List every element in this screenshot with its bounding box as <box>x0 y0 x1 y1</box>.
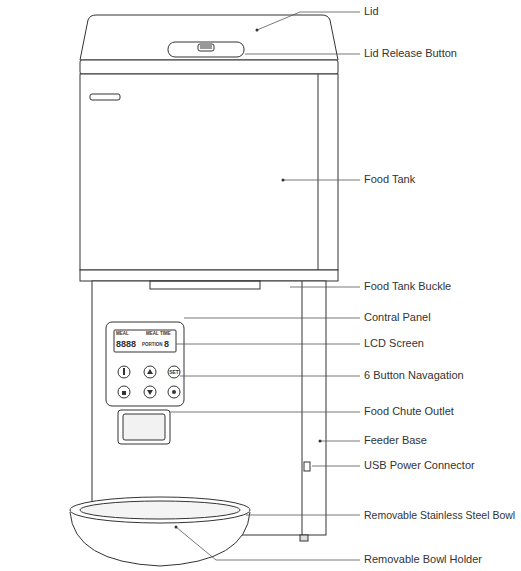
tab-ridge <box>200 46 212 47</box>
leader-lines <box>170 12 360 560</box>
lcd-text: 8 <box>164 339 169 350</box>
leader-dot <box>319 440 322 443</box>
leader-dot <box>282 179 285 182</box>
tank-buckle-band <box>80 270 338 281</box>
nav-button <box>144 386 156 398</box>
lid-release-tab <box>198 44 214 51</box>
leader-line <box>184 318 360 319</box>
leader-dot <box>175 526 178 529</box>
button-label: SET <box>169 369 179 375</box>
button-icon <box>147 369 153 374</box>
base-edge <box>302 281 303 535</box>
food-tank <box>80 74 338 270</box>
leader-dots <box>175 29 322 529</box>
button-icon <box>147 390 153 395</box>
nav-button <box>168 386 180 398</box>
lcd-text: MEAL <box>116 331 129 336</box>
part-label: Removable Bowl Holder <box>364 553 482 566</box>
button-icon <box>123 368 125 375</box>
bowl-inner <box>80 501 240 519</box>
base-recess <box>150 281 260 289</box>
part-label: Food Tank <box>364 173 415 186</box>
part-label: Removable Stainless Steel Bowl <box>364 509 515 522</box>
foot <box>300 535 308 541</box>
leader-line <box>176 527 360 560</box>
part-label: Food Tank Buckle <box>364 280 451 293</box>
usb-port <box>304 462 310 471</box>
tab-ridge <box>200 48 212 49</box>
leader-line <box>180 376 360 377</box>
part-label: Food Chute Outlet <box>364 405 454 418</box>
leader-line <box>312 466 360 467</box>
lcd-text: 8888 <box>116 339 136 350</box>
nav-button <box>118 386 130 398</box>
leader-line <box>257 12 360 30</box>
leader-line <box>320 441 360 442</box>
lid-release-button <box>168 42 244 57</box>
leader-dot <box>256 29 259 32</box>
leader-line <box>170 412 360 413</box>
lcd-text: MEAL TIME <box>146 331 171 336</box>
part-label: USB Power Connector <box>364 459 475 472</box>
part-label: Feeder Base <box>364 434 427 447</box>
control-panel <box>106 322 184 406</box>
feeder-base <box>92 281 326 535</box>
part-label: Contral Panel <box>364 311 431 324</box>
bowl-rim <box>70 497 250 523</box>
nav-button <box>144 366 156 378</box>
leader-line <box>176 344 360 345</box>
lcd-screen <box>114 330 176 352</box>
part-label: Lid Release Button <box>364 47 457 60</box>
chute-opening <box>123 414 165 440</box>
lid-top <box>80 15 338 60</box>
part-label: LCD Screen <box>364 337 424 350</box>
button-icon <box>172 390 176 394</box>
leader-line <box>290 287 360 288</box>
part-label: Lid <box>364 5 379 18</box>
part-label: 6 Button Navagation <box>364 369 464 382</box>
button-icon <box>122 391 126 395</box>
lcd-text: PORTION <box>142 342 163 347</box>
leader-line <box>245 54 360 55</box>
tank-edge <box>318 74 319 270</box>
lid-rim <box>80 60 338 74</box>
nav-button <box>118 366 130 378</box>
nav-button <box>168 366 180 378</box>
tank-slot <box>90 94 120 100</box>
food-chute <box>118 410 170 444</box>
leader-line <box>283 180 360 181</box>
leader-line <box>246 515 360 516</box>
